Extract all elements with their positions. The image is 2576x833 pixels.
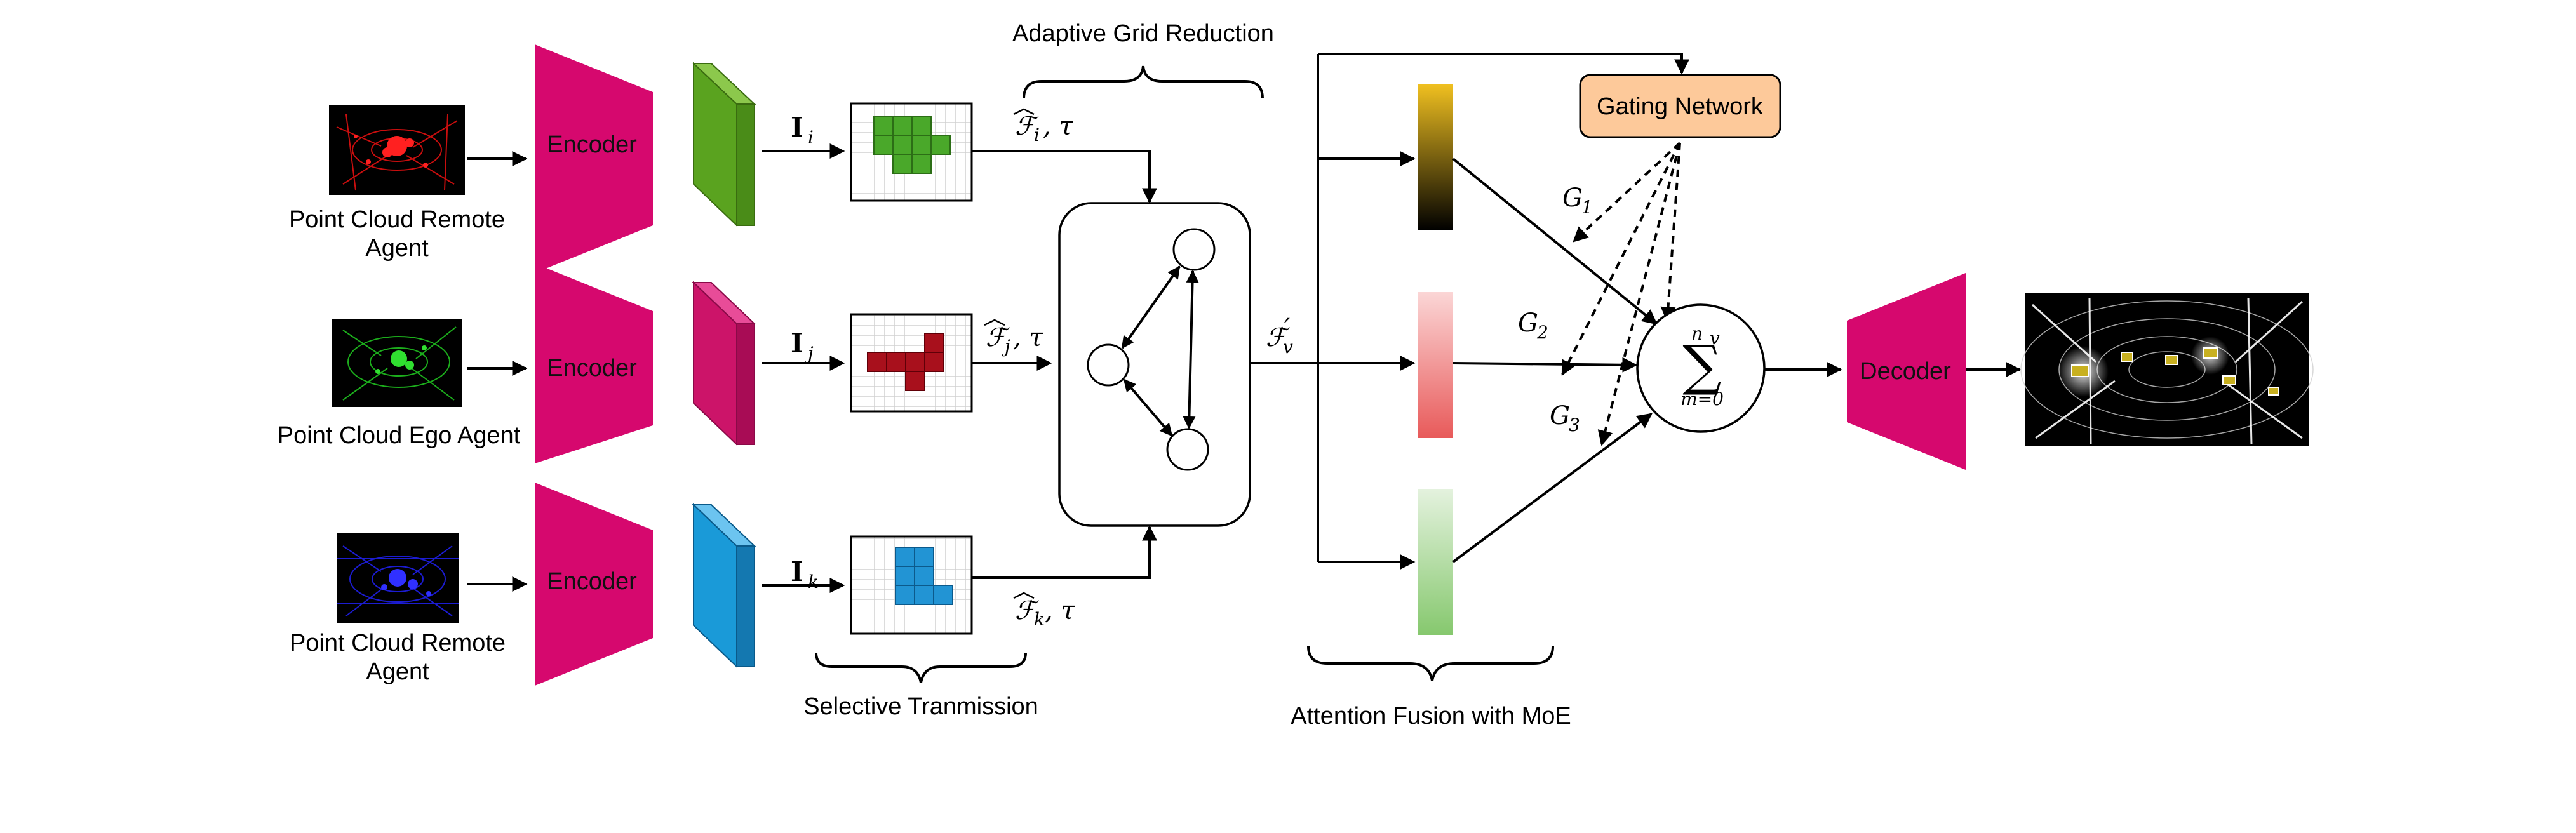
gating-network-label: Gating Network <box>1597 93 1764 120</box>
brace-attention-fusion <box>1307 646 1554 681</box>
label-adaptive-grid-reduction: Adaptive Grid Reduction <box>1012 20 1274 47</box>
sum-symbol: ∑ <box>1682 334 1721 397</box>
gating-arrow-g1 <box>1573 142 1681 243</box>
grid-i <box>850 102 973 202</box>
point-cloud-remote-agent-bottom <box>337 533 459 623</box>
label-G2: G 2 <box>1518 309 1548 343</box>
svg-text:k: k <box>1034 609 1045 630</box>
encoder-label-top: Encoder <box>547 131 637 158</box>
graph-node-1 <box>1172 228 1216 271</box>
decoder-label: Decoder <box>1860 358 1951 385</box>
arrow-grid-k-to-graph <box>972 525 1157 579</box>
sum-top: n <box>1691 323 1703 344</box>
svg-text:′: ′ <box>1284 314 1290 343</box>
graph-edge-2-3 <box>1123 378 1173 437</box>
svg-text:3: 3 <box>1569 415 1580 436</box>
brace-adaptive-grid <box>1023 65 1264 99</box>
label-F-j-tau: ℱ j , τ <box>984 319 1043 357</box>
label-attention-fusion: Attention Fusion with MoE <box>1291 703 1571 730</box>
encoder-label-bottom: Encoder <box>547 568 637 595</box>
arrow-to-gating <box>1318 53 1689 75</box>
svg-text:i: i <box>808 127 814 148</box>
label-F-k-tau: ℱ k , τ <box>1013 592 1075 630</box>
label-I-i: I i <box>791 112 814 148</box>
point-cloud-remote-agent-top <box>329 105 465 195</box>
label-G3: G 3 <box>1550 401 1580 436</box>
grid-j <box>850 313 973 413</box>
decoder: Decoder <box>1847 273 1966 470</box>
agent-label-remote-bottom-line1: Point Cloud Remote <box>290 630 506 656</box>
label-G1: G 1 <box>1562 183 1593 218</box>
point-cloud-ego-agent <box>332 319 462 407</box>
svg-text:G: G <box>1550 401 1570 430</box>
graph-node-3 <box>1166 428 1209 471</box>
encoder-middle: Encoder <box>535 263 653 463</box>
svg-text:v: v <box>1283 337 1293 357</box>
gating-arrow-g2 <box>1561 142 1681 377</box>
sum-node: ∑ n v m=0 <box>1636 303 1766 433</box>
svg-text:G: G <box>1518 309 1538 338</box>
agent-label-remote-top-line1: Point Cloud Remote <box>289 206 505 233</box>
svg-text:, τ: , τ <box>1013 323 1043 352</box>
feature-block-k <box>692 503 756 669</box>
svg-text:1: 1 <box>1581 197 1593 218</box>
encoder-label-middle: Encoder <box>547 355 637 382</box>
expert-bar-3 <box>1418 489 1453 635</box>
arrow-expert-2-to-sum <box>1452 357 1638 373</box>
gating-network: Gating Network <box>1579 74 1781 138</box>
label-I-k: I k <box>791 556 819 592</box>
svg-text:I: I <box>791 556 803 587</box>
feature-block-i <box>692 62 756 227</box>
agent-label-ego: Point Cloud Ego Agent <box>278 422 521 449</box>
arrow-grid-i-to-graph <box>972 150 1157 204</box>
svg-text:2: 2 <box>1536 322 1548 343</box>
expert-bar-2 <box>1418 292 1453 438</box>
svg-text:k: k <box>808 571 819 592</box>
agent-label-remote-top-line2: Agent <box>365 235 429 262</box>
svg-text:I: I <box>791 112 803 143</box>
svg-text:, τ: , τ <box>1043 112 1073 141</box>
graph-node-2 <box>1087 343 1130 387</box>
brace-selective-transmission <box>815 652 1027 683</box>
graph-module <box>1058 202 1251 527</box>
label-I-j: I j <box>791 328 814 364</box>
arrow-expert-1-to-sum <box>1452 157 1658 325</box>
svg-text:i: i <box>1034 124 1040 145</box>
grid-k <box>850 535 973 635</box>
graph-edge-2-1 <box>1121 265 1181 349</box>
arrow-expert-3-to-sum <box>1452 413 1653 563</box>
label-selective-transmission: Selective Tranmission <box>803 693 1038 720</box>
svg-text:I: I <box>791 328 803 359</box>
sum-bottom: m=0 <box>1680 389 1724 410</box>
expert-bar-1 <box>1418 84 1453 230</box>
svg-text:G: G <box>1562 183 1583 213</box>
gating-arrow-sum <box>1660 142 1681 323</box>
encoder-bottom: Encoder <box>535 483 653 686</box>
label-Fv-prime: ℱ v ′ <box>1266 314 1293 357</box>
encoder-top: Encoder <box>535 44 653 273</box>
label-F-i-tau: ℱ i , τ <box>1013 108 1073 145</box>
sum-top-sub: v <box>1710 328 1720 349</box>
output-point-cloud <box>2020 293 2314 446</box>
svg-text:j: j <box>804 343 814 364</box>
feature-block-j <box>692 281 756 446</box>
graph-edge-1-3 <box>1183 270 1199 429</box>
agent-label-remote-bottom-line2: Agent <box>366 658 429 685</box>
svg-text:, τ: , τ <box>1045 596 1075 625</box>
gating-arrow-g3 <box>1597 142 1681 446</box>
